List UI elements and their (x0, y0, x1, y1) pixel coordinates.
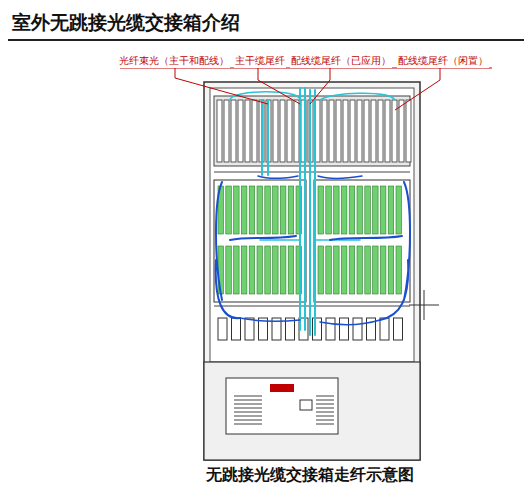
figure-caption: 无跳接光缆交接箱走纤示意图 (206, 465, 414, 486)
splice-module (341, 246, 347, 294)
vent-line (234, 404, 262, 405)
tray-slot (294, 100, 299, 162)
splice-module (257, 246, 263, 294)
splice-module (380, 246, 386, 294)
splice-module (357, 186, 363, 234)
vent-line (234, 396, 262, 397)
splice-module (241, 186, 247, 234)
vent-line (316, 408, 334, 409)
bottom-box (218, 318, 227, 340)
vent-line (234, 416, 262, 417)
splice-module (273, 186, 279, 234)
vent-line (316, 412, 334, 413)
splice-module (365, 186, 371, 234)
splice-module (357, 246, 363, 294)
splice-module (373, 246, 379, 294)
splice-module (341, 186, 347, 234)
vent-line (316, 420, 334, 421)
tray-slot (287, 100, 292, 162)
splice-module (280, 246, 286, 294)
splice-module (349, 186, 355, 234)
tray-slot (399, 100, 404, 162)
tray-slot (245, 100, 250, 162)
splice-module (249, 246, 255, 294)
splice-module (273, 246, 279, 294)
bottom-box (232, 318, 241, 340)
splice-module (326, 186, 332, 234)
tray-slot (371, 100, 376, 162)
tray-slot (224, 100, 229, 162)
splice-module (396, 246, 402, 294)
tray-slot (378, 100, 383, 162)
tray-slot (273, 100, 278, 162)
splice-module (234, 246, 240, 294)
callout-label: 配线缆尾纤（闲置） (397, 55, 489, 68)
splice-module (226, 246, 232, 294)
splice-module (396, 186, 402, 234)
tray-slot (336, 100, 341, 162)
splice-module (234, 186, 240, 234)
tray-slot (329, 100, 334, 162)
vent-line (316, 424, 334, 425)
bottom-box (326, 318, 335, 340)
vent-line (234, 400, 262, 401)
tray-slot (385, 100, 390, 162)
tray-slot (252, 100, 257, 162)
splice-module (280, 186, 286, 234)
tray-slot (217, 100, 222, 162)
vent-line (316, 396, 334, 397)
splice-module (373, 186, 379, 234)
bottom-box (394, 318, 403, 340)
tray-slot (238, 100, 243, 162)
bottom-box (380, 318, 389, 340)
tray-slot (406, 100, 411, 162)
splice-module (388, 186, 394, 234)
vent-line (316, 416, 334, 417)
callout-label: 光纤束光（主干和配线） (118, 55, 230, 68)
splice-module (388, 246, 394, 294)
splice-module (365, 246, 371, 294)
splice-module (241, 246, 247, 294)
vent-line (316, 404, 334, 405)
vent-line (234, 408, 262, 409)
page-title: 室外无跳接光缆交接箱介绍 (12, 10, 240, 36)
vent-grille (234, 396, 334, 424)
vent-line (234, 424, 262, 425)
tray-slot (343, 100, 348, 162)
tray-slot (231, 100, 236, 162)
callout-label: 配线缆尾纤（已应用） (290, 55, 392, 68)
splice-module (288, 186, 294, 234)
splice-module (265, 186, 271, 234)
tray-slot (357, 100, 362, 162)
vent-line (234, 412, 262, 413)
tray-slot (364, 100, 369, 162)
tray-slot (280, 100, 285, 162)
splice-module (334, 186, 340, 234)
splice-module (249, 186, 255, 234)
splice-module (318, 246, 324, 294)
splice-module (265, 246, 271, 294)
splice-module (326, 246, 332, 294)
splice-module (288, 246, 294, 294)
splice-module (349, 246, 355, 294)
splice-module (334, 246, 340, 294)
bottom-box (245, 318, 254, 340)
splice-module (318, 186, 324, 234)
splice-module (380, 186, 386, 234)
bottom-box (340, 318, 349, 340)
splice-module (257, 186, 263, 234)
tray-slot (350, 100, 355, 162)
vent-line (234, 420, 262, 421)
callout-label: 主干缆尾纤 (234, 55, 286, 68)
vent-line (316, 400, 334, 401)
splice-module (226, 186, 232, 234)
tray-slot (322, 100, 327, 162)
bottom-box (353, 318, 362, 340)
